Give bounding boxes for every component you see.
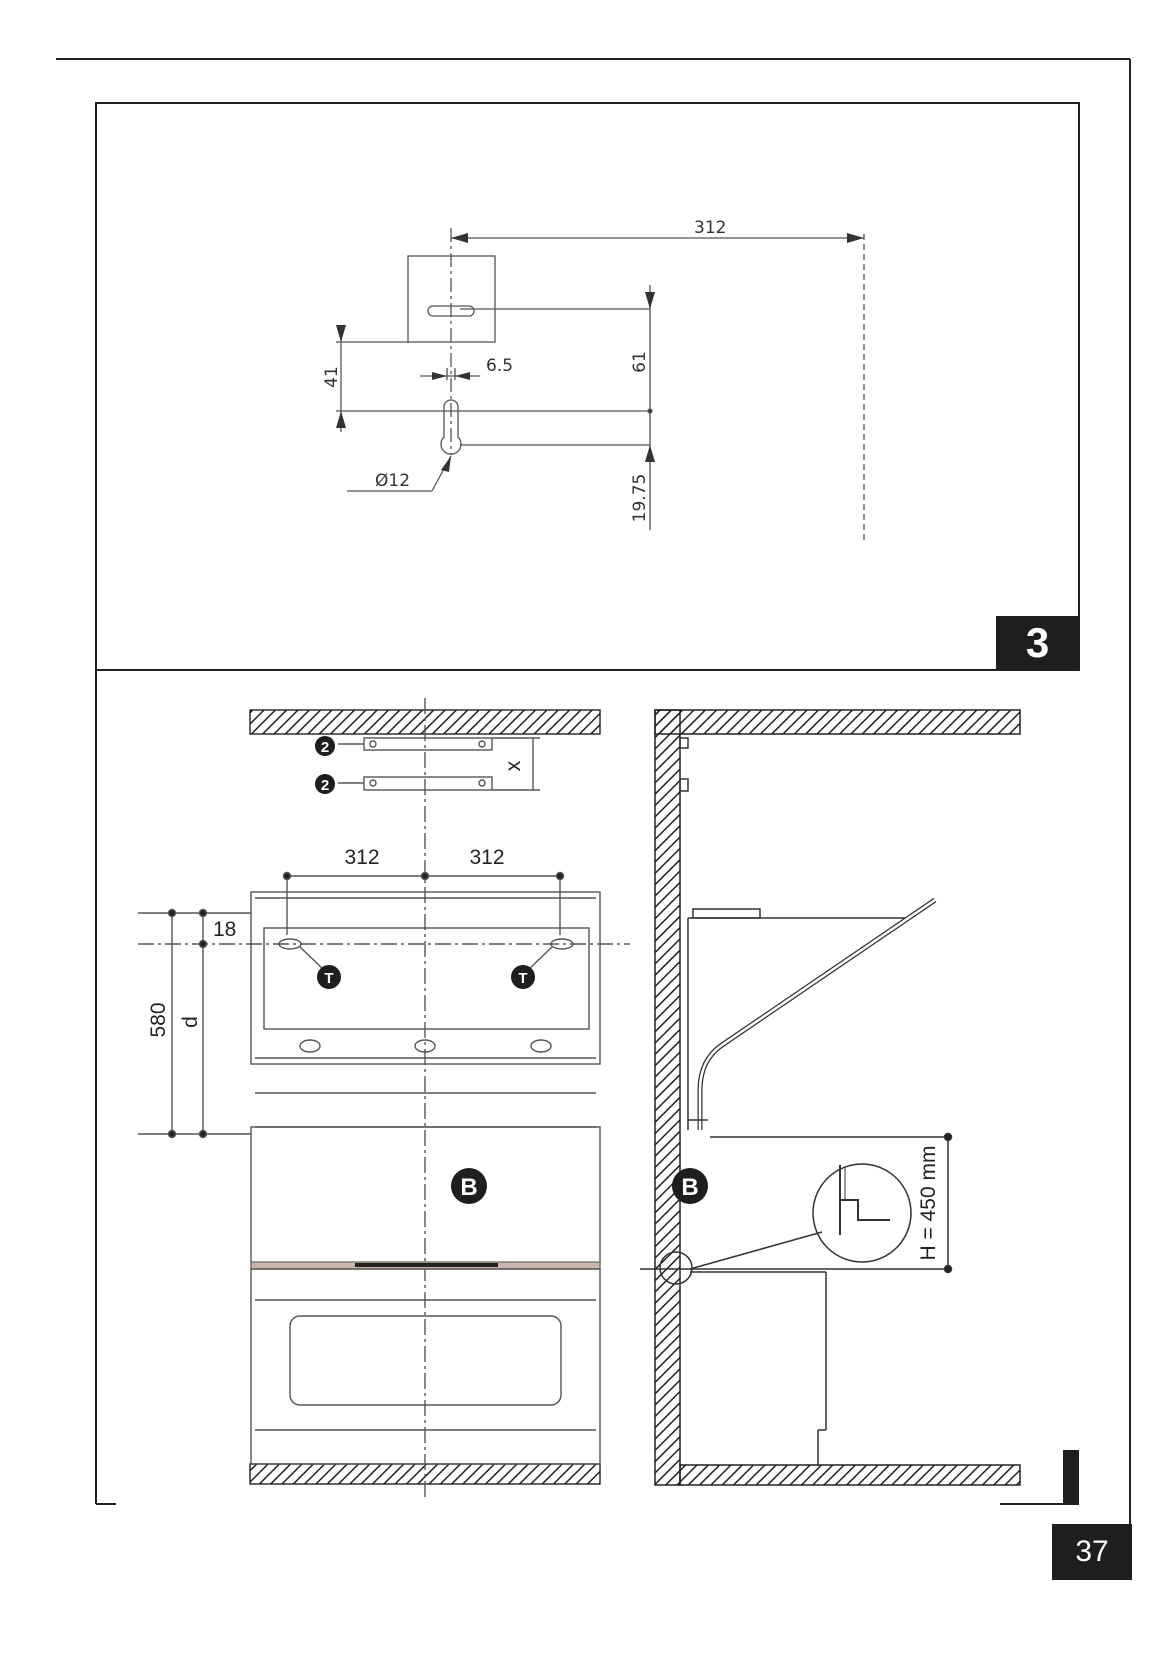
oven-window xyxy=(289,1315,562,1406)
canopy-glass xyxy=(697,897,937,1130)
dim-offset: 41 xyxy=(322,366,342,388)
front-view-callouts: 2 2 T T B xyxy=(315,736,535,1204)
dim-height-580: 580 xyxy=(147,1002,170,1037)
dim-x: x xyxy=(502,760,525,771)
bracket-upper xyxy=(363,737,493,751)
oven-body xyxy=(250,1268,601,1465)
side-ceiling-hatch xyxy=(654,709,1021,735)
detail-magnifier xyxy=(812,1163,912,1263)
hood-inner-panel xyxy=(263,927,590,1030)
dim-bottom: 19.75 xyxy=(630,474,650,523)
front-view xyxy=(138,698,630,1500)
keyhole xyxy=(440,399,462,455)
top-diagram-dimensions: 312 61 41 6.5 Ø12 19.75 xyxy=(322,218,726,522)
component-label-side: B xyxy=(681,1174,698,1201)
side-wall-hatch xyxy=(654,709,681,1486)
dim-left-spacing: 312 xyxy=(344,846,379,869)
dim-h-450: H = 450 mm xyxy=(917,1146,940,1261)
hole-label-right: T xyxy=(518,970,527,987)
dim-slot-width: 6.5 xyxy=(486,356,513,376)
bracket-lower xyxy=(363,776,493,791)
front-view-dimensions: 312 312 18 580 d x xyxy=(147,760,525,1037)
dim-top-width: 312 xyxy=(694,218,726,238)
side-view xyxy=(640,709,1021,1486)
hole-label-left: T xyxy=(324,970,333,987)
bracket-label-1: 2 xyxy=(321,739,329,756)
side-view-callouts: B H = 450 mm xyxy=(672,1146,940,1261)
component-label-front: B xyxy=(460,1174,477,1201)
hood-body xyxy=(250,891,601,1065)
bracket-label-2: 2 xyxy=(321,777,329,794)
dim-d: d xyxy=(179,1016,202,1028)
dim-hole-diameter: Ø12 xyxy=(375,471,410,491)
dim-right-spacing: 312 xyxy=(469,846,504,869)
top-diagram xyxy=(336,228,865,540)
dim-slot-height: 61 xyxy=(630,351,650,373)
side-floor-hatch xyxy=(679,1464,1021,1486)
page-frame xyxy=(56,58,1131,1524)
figure-number-badge: 3 xyxy=(996,616,1079,670)
page-number: 37 xyxy=(1052,1524,1132,1580)
dim-top-offset: 18 xyxy=(213,918,236,941)
